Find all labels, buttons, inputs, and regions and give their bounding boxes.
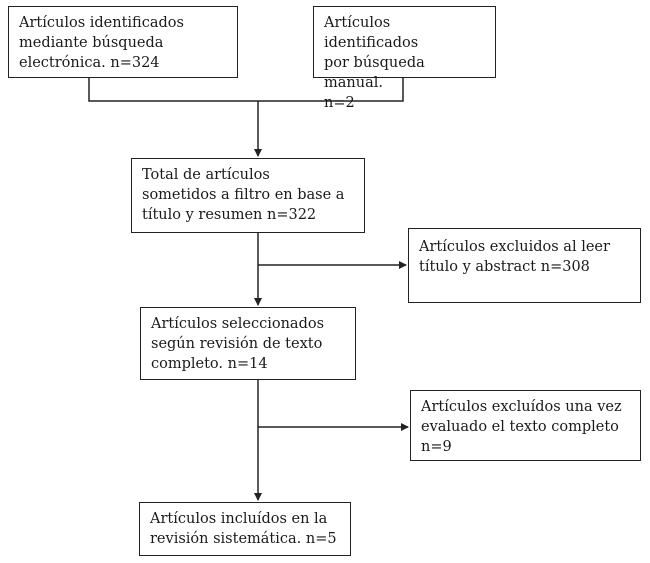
box-selected-full-text: Artículos seleccionados según revisión d… [140, 307, 356, 380]
box-excluded-title-abstract: Artículos excluidos al leer título y abs… [408, 228, 641, 303]
box-manual-search: Artículos identificados por búsqueda man… [313, 6, 496, 111]
merge-connector [88, 78, 404, 102]
box-included: Artículos incluídos en la revisión siste… [139, 502, 351, 556]
box-excluded-full-text: Artículos excluídos una vez evaluado el … [410, 390, 641, 461]
box-electronic-search: Artículos identificados mediante búsqued… [8, 6, 238, 78]
box-screened: Total de artículos sometidos a filtro en… [131, 158, 365, 233]
